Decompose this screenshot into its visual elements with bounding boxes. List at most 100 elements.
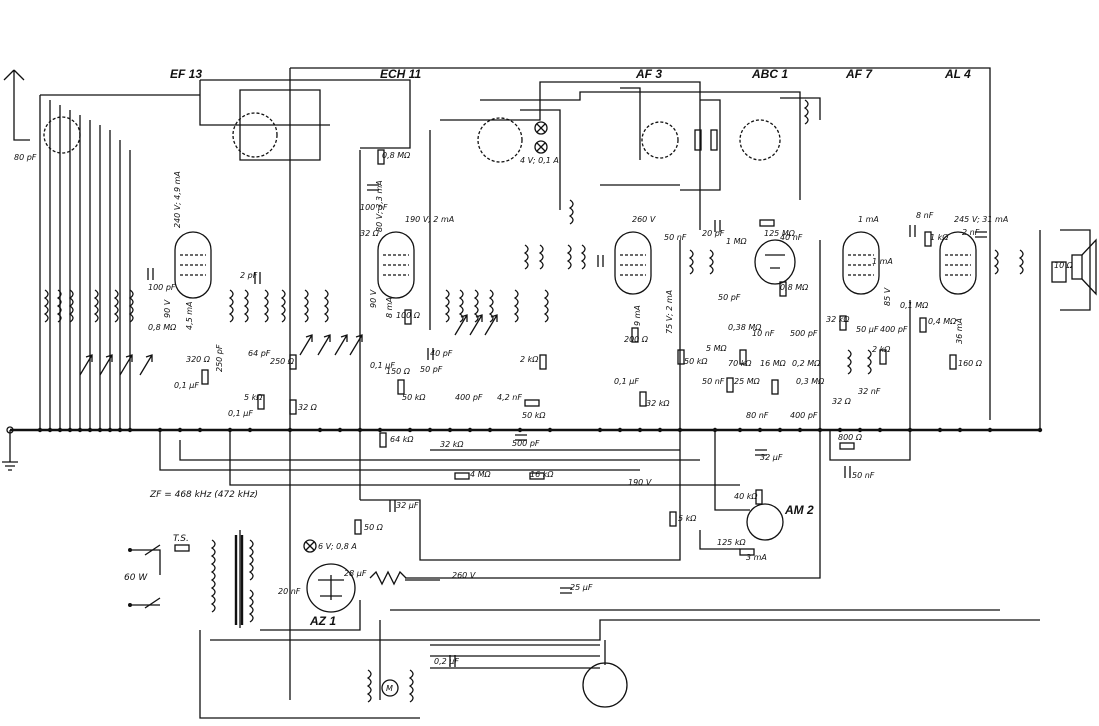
- val-c250pf: 250 pF: [215, 344, 224, 372]
- bus-junction-dot: [857, 427, 863, 433]
- val-ef13-cath: 4,5 mA: [185, 301, 194, 330]
- val-af7-1ma: 1 mA: [858, 215, 879, 224]
- bus-junction-dot: [107, 427, 113, 433]
- val-r160: 160 Ω: [958, 359, 983, 368]
- val-r16k: 16 kΩ: [530, 470, 554, 479]
- bus-junction-dot: [712, 427, 718, 433]
- val-r320: 320 Ω: [186, 355, 211, 364]
- val-c64pf: 64 pF: [248, 349, 271, 358]
- val-r150: 150 Ω: [386, 367, 411, 376]
- val-c400pf-b: 400 pF: [790, 411, 818, 420]
- val-c80nf: 80 nF: [746, 411, 769, 420]
- bus-junction-dot: [757, 427, 763, 433]
- val-abc-50pf: 50 pF: [718, 293, 741, 302]
- val-r32k-c: 32 kΩ: [826, 315, 850, 324]
- tube-label-az1: AZ 1: [309, 614, 336, 628]
- tube-label-ef13: EF 13: [170, 67, 202, 81]
- val-c42nf: 4,2 nF: [497, 393, 522, 402]
- val-r1k: 1 kΩ: [930, 233, 949, 242]
- val-c2nf: 2 nF: [962, 228, 980, 237]
- val-abc-1m: 1 MΩ: [726, 237, 748, 246]
- tube-label-ech11: ECH 11: [380, 67, 421, 81]
- bus-junction-dot: [37, 427, 43, 433]
- bus-junction-dot: [287, 427, 293, 433]
- val-c40pf: 40 pF: [430, 349, 453, 358]
- bus-junction-dot: [737, 427, 743, 433]
- tube-label-al4: AL 4: [944, 67, 971, 81]
- val-c500pf: 500 pF: [512, 439, 540, 448]
- val-am2-40k: 40 kΩ: [734, 492, 758, 501]
- val-c80pf: 80 pF: [14, 153, 37, 162]
- pilot-lamps: [303, 121, 548, 553]
- bus-junction-dot: [447, 427, 453, 433]
- val-r08mb: 0,8 MΩ: [382, 151, 411, 160]
- bus-junction-dot: [1037, 427, 1043, 433]
- bus-junction-dot: [247, 427, 253, 433]
- val-c01uf-a: 0,1 μF: [174, 381, 199, 390]
- val-c28uf: 28 μF: [344, 569, 367, 578]
- bus-junction-dot: [987, 427, 993, 433]
- val-r01m: 0,1 MΩ: [900, 301, 929, 310]
- val-r16m: 16 MΩ: [760, 359, 787, 368]
- bus-junction-dot: [117, 427, 123, 433]
- if-frequency-note: ZF = 468 kHz (472 kHz): [149, 490, 258, 500]
- val-c100pf-b: 100 pF: [360, 203, 388, 212]
- val-c50nf-b: 50 nF: [702, 377, 725, 386]
- val-c400pf: 400 pF: [455, 393, 483, 402]
- antenna-symbol: [3, 69, 30, 141]
- val-c02uf: 0,2 μF: [434, 657, 459, 666]
- bus-junction-dot: [157, 427, 163, 433]
- bus-junction-dot: [547, 427, 553, 433]
- val-r100: 100 Ω: [396, 311, 421, 320]
- bus-junction-dot: [617, 427, 623, 433]
- val-c01uf-b: 0,1 μF: [228, 409, 253, 418]
- bus-junction-dot: [127, 427, 133, 433]
- top-wiring: [39, 67, 991, 700]
- mains-switch: [128, 544, 161, 609]
- val-r32k-b: 32 kΩ: [646, 399, 670, 408]
- val-r10: 10 Ω: [1054, 261, 1074, 270]
- bus-junction-dot: [67, 427, 73, 433]
- val-c32uf-b: 32 μF: [396, 501, 419, 510]
- val-af3-260v: 260 V: [632, 215, 656, 224]
- val-af3-50nf: 50 nF: [664, 233, 687, 242]
- val-r80v: 80 V; 3,3 mA: [375, 180, 384, 232]
- resistors: [174, 129, 957, 556]
- bus-junction-dot: [357, 427, 363, 433]
- bus-junction-dot: [197, 427, 203, 433]
- val-r5k: 5 kΩ: [244, 393, 263, 402]
- bus-junction-dot: [467, 427, 473, 433]
- bus-junction-dot: [597, 427, 603, 433]
- val-c32uf: 32 μF: [760, 453, 783, 462]
- val-c50nf-c: 50 nF: [852, 471, 875, 480]
- val-r70k: 70 kΩ: [728, 359, 752, 368]
- val-r50k-c: 50 kΩ: [684, 357, 708, 366]
- bus-junction-dot: [817, 427, 823, 433]
- gramophone-motor: [366, 640, 628, 708]
- val-c01uf-d: 0,1 μF: [614, 377, 639, 386]
- tube-label-af3: AF 3: [635, 67, 662, 81]
- coil-bank: [43, 99, 1024, 375]
- val-abc-08m: 0,8 MΩ: [780, 283, 809, 292]
- lower-wiring: [130, 229, 1091, 719]
- val-ech-190: 190 V; 2 mA: [405, 215, 454, 224]
- tube-internals: [180, 254, 971, 600]
- tube-label-am2: AM 2: [784, 503, 814, 517]
- val-af3-75v: 75 V; 2 mA: [665, 290, 674, 334]
- bus-junction-dot: [797, 427, 803, 433]
- bus-junction-dot: [517, 427, 523, 433]
- bus-junction-dot: [57, 427, 63, 433]
- bus-junction-dot: [337, 427, 343, 433]
- bus-junction-dot: [637, 427, 643, 433]
- val-r64k: 64 kΩ: [390, 435, 414, 444]
- val-c32nf: 32 nF: [858, 387, 881, 396]
- val-r04m: 0,4 MΩ: [928, 317, 957, 326]
- bus-junction-dot: [317, 427, 323, 433]
- val-r2k-b: 2 kΩ: [872, 345, 891, 354]
- val-am2-125k: 125 kΩ: [717, 538, 746, 547]
- val-c20nf: 20 nF: [278, 587, 301, 596]
- bus-junction-dot: [487, 427, 493, 433]
- val-r90v: 90 V: [163, 299, 172, 318]
- val-al4-v: 245 V; 31 mA: [954, 215, 1008, 224]
